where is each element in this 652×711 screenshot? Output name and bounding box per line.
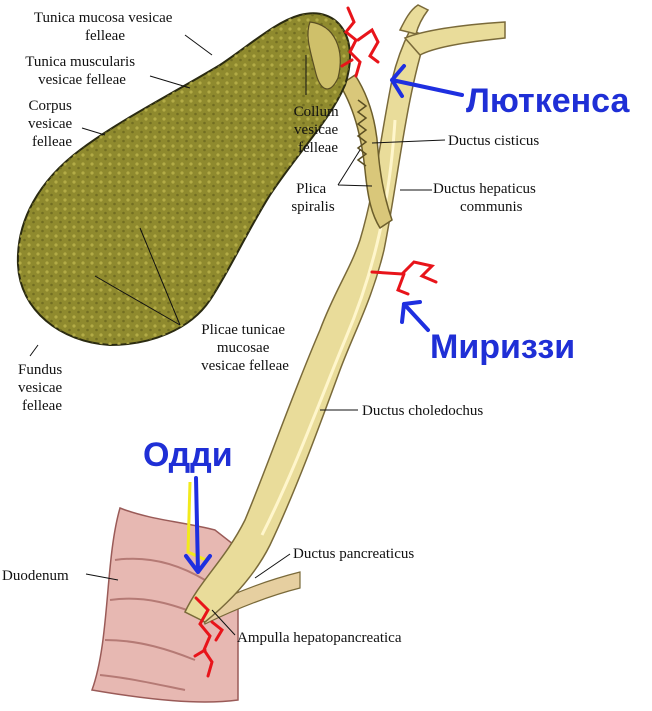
sphincter-marks — [193, 6, 438, 678]
plica-spiralis-folds — [356, 99, 368, 167]
annotation-mirizzi: Мириззи — [430, 328, 575, 366]
sphincter-mirizzi-mark — [370, 260, 438, 296]
label-plica-spiralis: Plica spiralis — [291, 181, 334, 215]
label-ductus-cisticus: Ductus cisticus — [448, 133, 539, 149]
label-tunica-muscularis: Tunica muscularis vesicae felleae — [25, 54, 139, 88]
label-fundus: Fundus vesicae felleae — [18, 362, 66, 414]
gallbladder — [16, 12, 351, 347]
ductus-cisticus-body — [338, 73, 393, 230]
label-ductus-hepaticus: Ductus hepaticus communis — [433, 181, 540, 215]
arrow-oddi — [184, 476, 212, 574]
label-duodenum: Duodenum — [2, 568, 69, 584]
sphincter-oddi-mark — [193, 596, 224, 678]
bile-ducts — [184, 4, 506, 623]
label-collum: Collum vesicae felleae — [294, 104, 343, 156]
label-corpus: Corpus vesicae felleae — [28, 98, 76, 150]
annotation-oddi: Одди — [143, 436, 233, 474]
anatomy-labels: Tunica mucosa vesicae felleae Tunica mus… — [2, 10, 540, 646]
arrow-lutkens — [390, 64, 464, 98]
label-ductus-pancreaticus: Ductus pancreaticus — [293, 546, 414, 562]
annotation-lutkens: Люткенса — [466, 82, 630, 120]
label-plicae-tunicae: Plicae tunicae mucosae vesicae felleae — [201, 322, 289, 374]
label-ductus-choledochus: Ductus choledochus — [362, 403, 483, 419]
arrow-mirizzi — [400, 300, 430, 332]
label-tunica-mucosa: Tunica mucosa vesicae felleae — [34, 10, 176, 44]
oddi-highlight — [186, 481, 207, 562]
label-ampulla: Ampulla hepatopancreatica — [237, 630, 402, 646]
sphincter-lutkens-mark — [340, 6, 380, 78]
annotation-arrows — [184, 64, 464, 574]
sphincter-annotations: Люткенса Мириззи Одди — [143, 82, 630, 474]
leader-lines — [29, 34, 446, 636]
